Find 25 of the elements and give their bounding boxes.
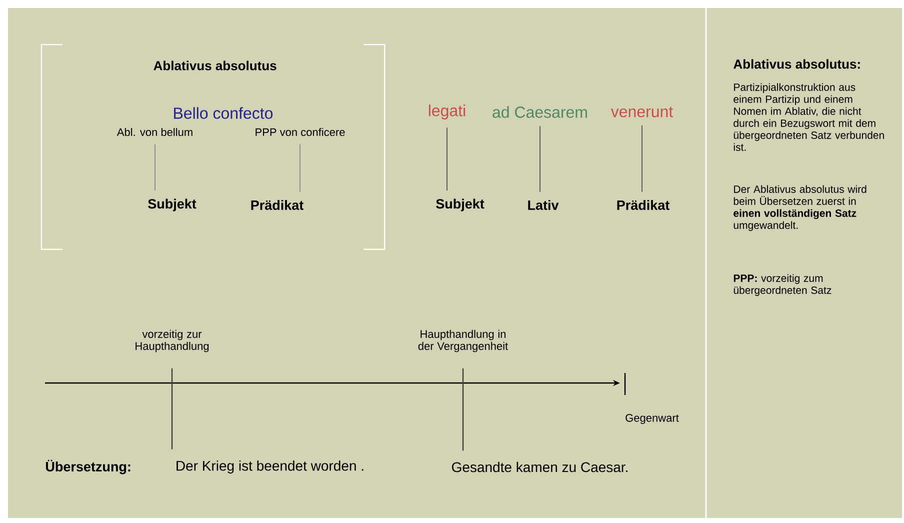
role-label: Subjekt bbox=[148, 198, 196, 212]
role-label: Prädikat bbox=[617, 200, 670, 210]
panel-heading: Ablativus absolutus: bbox=[734, 59, 860, 69]
latin-word: legati bbox=[428, 104, 466, 120]
translation-text: Gesandte kamen zu Caesar. bbox=[452, 462, 628, 472]
annotation: Abl. von bellum bbox=[116, 128, 192, 136]
section-label: Übersetzung: bbox=[46, 460, 130, 474]
latin-phrase: Bello confecto bbox=[174, 107, 273, 119]
latin-word: venerunt bbox=[610, 106, 673, 118]
timeline-label: Haupthandlung in der Vergangenheit bbox=[418, 330, 508, 352]
connector-line bbox=[171, 368, 173, 450]
timeline-label: vorzeitig zur Haupthandlung bbox=[136, 330, 209, 352]
role-label: Prädikat bbox=[251, 200, 304, 210]
timeline-label: Gegenwart bbox=[626, 414, 679, 424]
connector-line bbox=[446, 127, 448, 191]
annotation: PPP von conficere bbox=[256, 128, 345, 136]
role-label: Subjekt bbox=[436, 198, 484, 212]
connector-line bbox=[462, 368, 464, 451]
connector-line bbox=[154, 144, 156, 191]
translation-text: Der Krieg ist beendet worden . bbox=[176, 460, 364, 474]
note-text: PPP: vorzeitig zum übergeordneten Satz bbox=[734, 274, 832, 296]
latin-word: ad Caesarem bbox=[492, 106, 587, 118]
definition-text: Partizipialkonstruktion aus einem Partizip und einem Nomen im Ablativ, die nicht durch ein Bezugswort mit dem übergeordneten Satz verbunden ist. bbox=[734, 83, 884, 151]
definition-text: Der Ablativus absolutus wird beim Übersetzen zuerst in einen vollständigen Satz umgewandelt. bbox=[734, 185, 866, 231]
role-label: Lativ bbox=[528, 200, 559, 210]
